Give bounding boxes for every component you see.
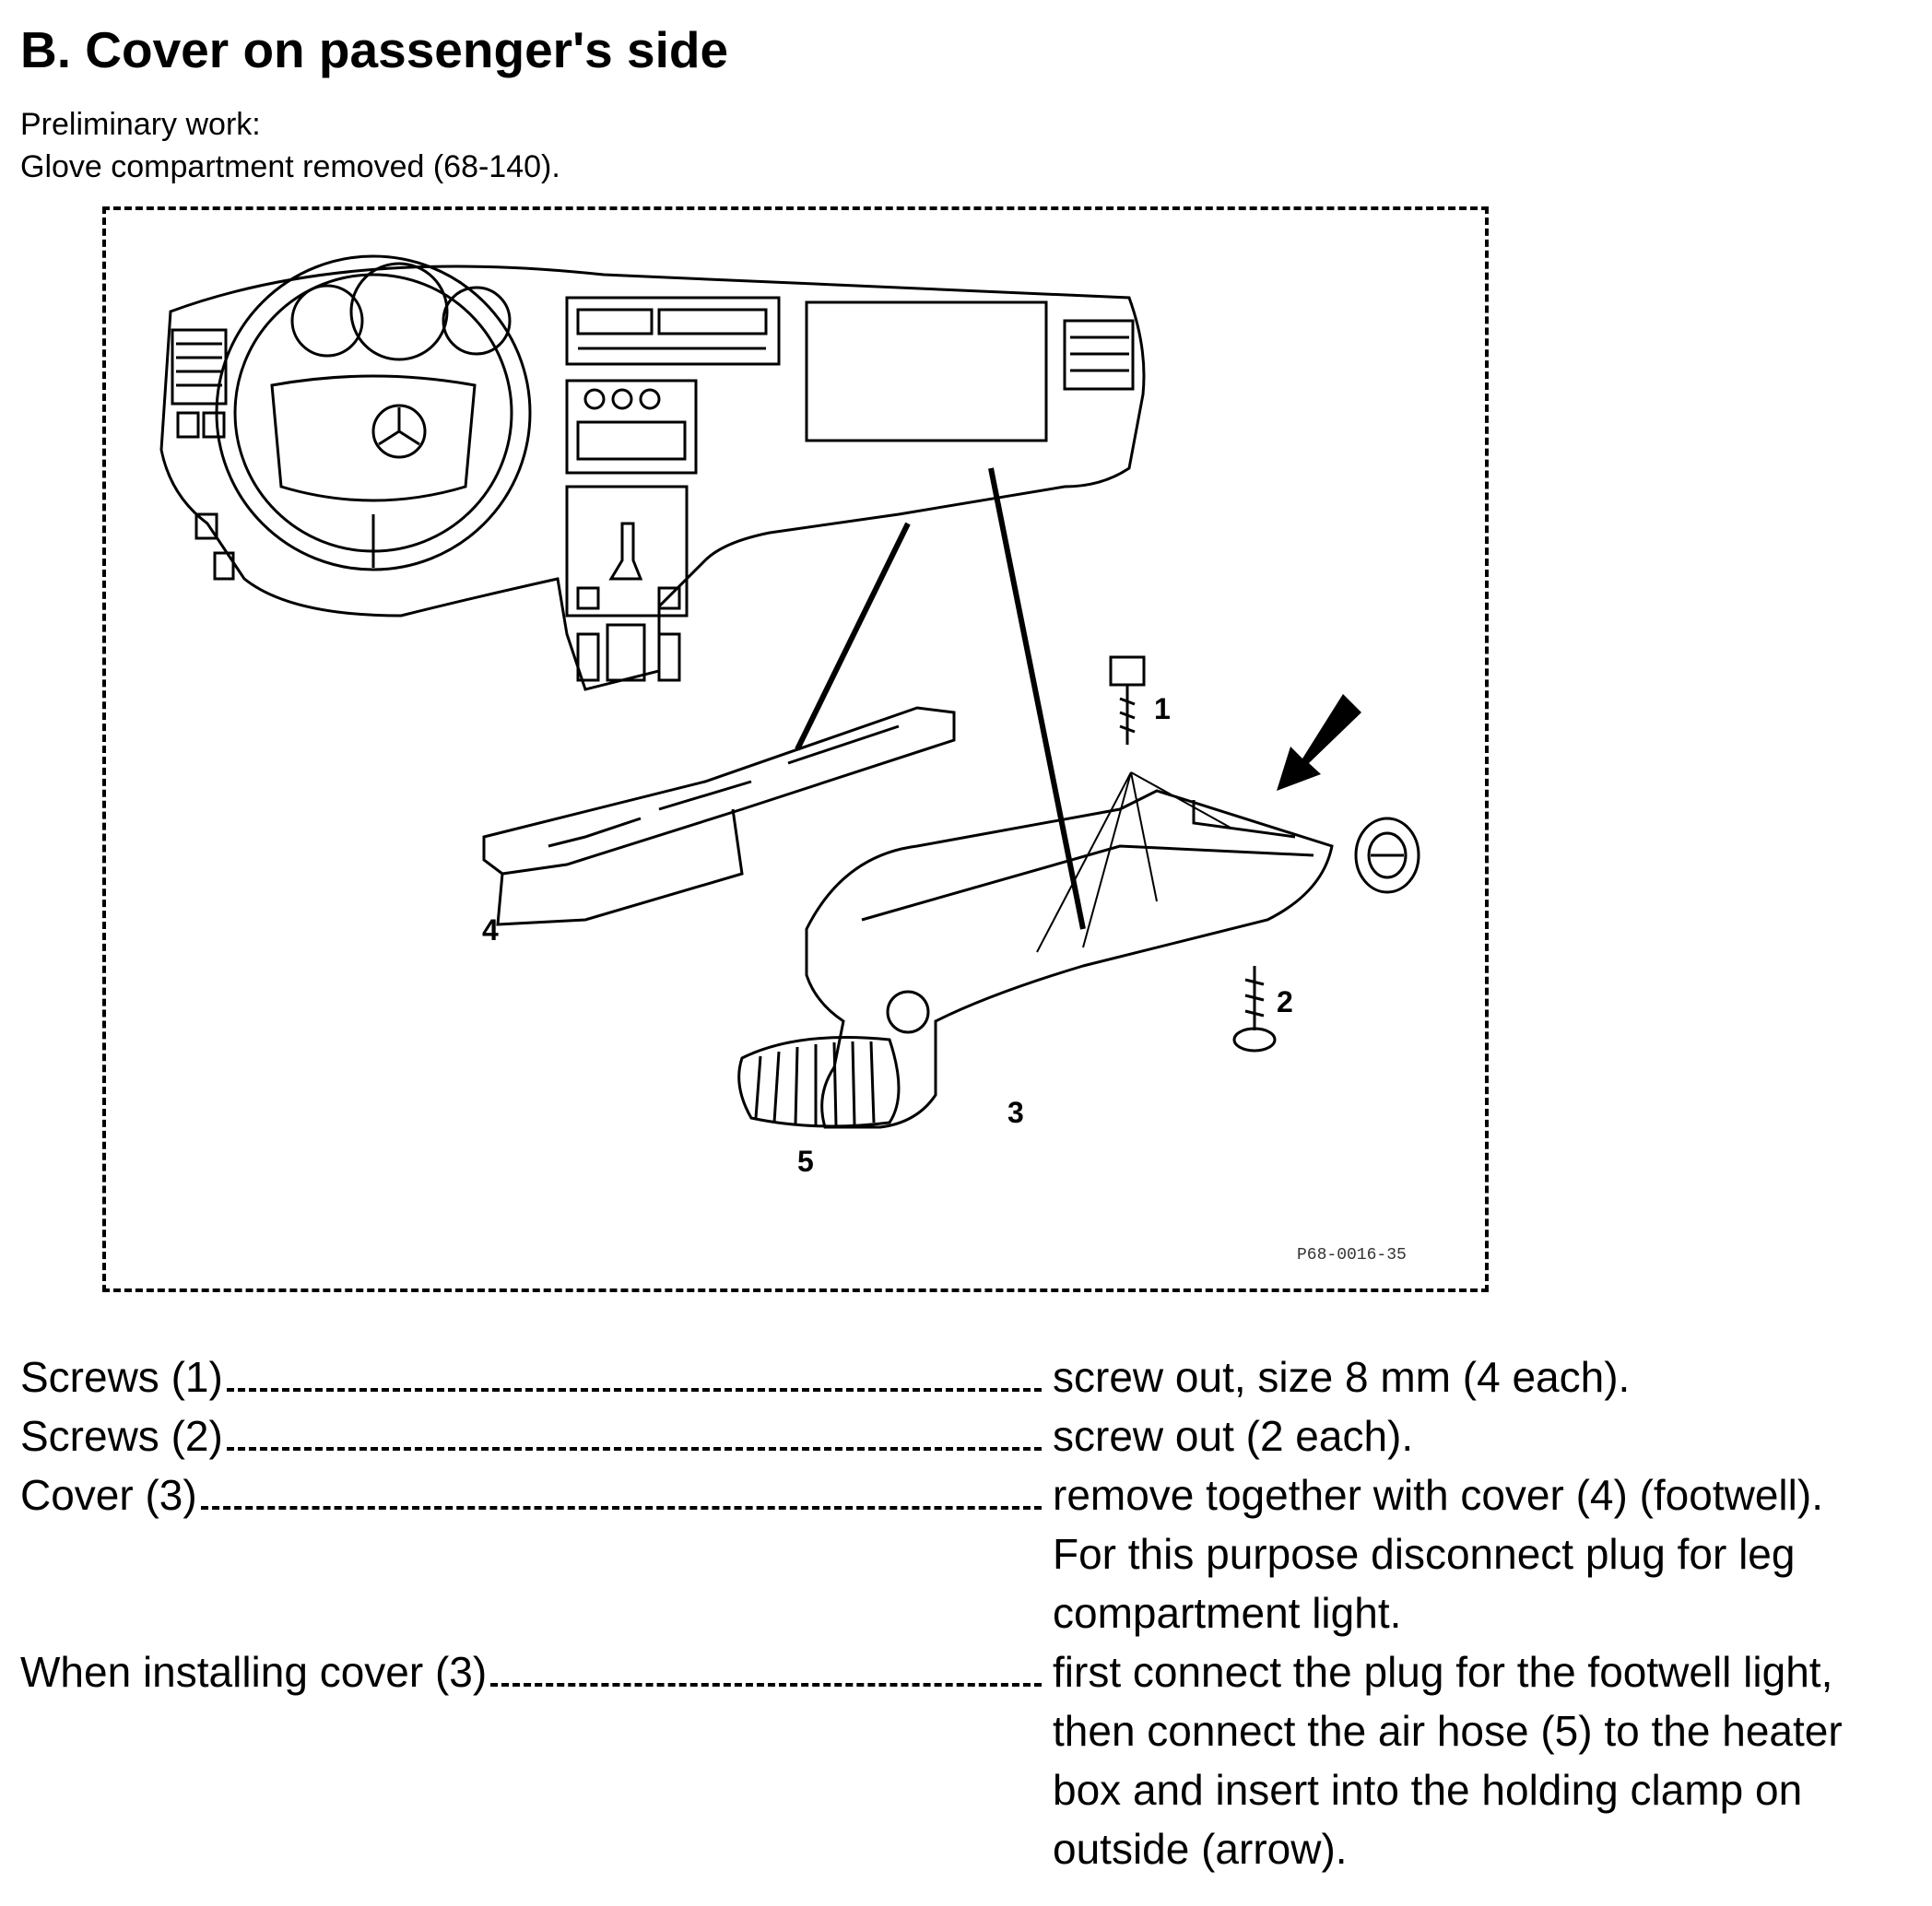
step-row: When installing cover (3) first connect … [20, 1642, 1919, 1878]
step-text: compartment light. [1053, 1589, 1402, 1637]
left-vent [171, 328, 228, 406]
step-text: then connect the air hose (5) to the hea… [1053, 1707, 1843, 1755]
step-label: Screws (2) [20, 1412, 223, 1460]
right-vent [1063, 319, 1135, 391]
dashboard-outline [159, 265, 1146, 691]
leader-dots [490, 1648, 1042, 1687]
step-text: outside (arrow). [1053, 1825, 1348, 1873]
screw-2-icon [1232, 966, 1277, 1053]
step-text: box and insert into the holding clamp on [1053, 1766, 1803, 1814]
air-hose-5 [737, 1036, 901, 1128]
star-emblem-icon [371, 404, 427, 459]
callout-3: 3 [1007, 1096, 1024, 1129]
callout-1: 1 [1154, 692, 1171, 725]
callout-5: 5 [797, 1145, 814, 1178]
arrow-icon [1277, 694, 1361, 791]
screw-1-icon [1109, 655, 1146, 745]
step-row: Cover (3) remove together with cover (4)… [20, 1465, 1919, 1642]
air-vent-nozzle-icon [1354, 817, 1420, 894]
gauge-center [349, 262, 449, 361]
step-row: Screws (1) screw out, size 8 mm (4 each)… [20, 1347, 1919, 1406]
step-text: first connect the plug for the footwell … [1053, 1648, 1833, 1696]
radio-unit [565, 296, 781, 366]
preliminary-heading: Preliminary work: [20, 107, 261, 142]
figure-code: P68-0016-35 [1297, 1246, 1407, 1265]
callout-2: 2 [1277, 985, 1293, 1018]
leader-line-4 [795, 522, 911, 751]
leader-dots [226, 1412, 1042, 1451]
glove-box-area [805, 300, 1048, 442]
step-label: Screws (1) [20, 1353, 223, 1401]
step-description: remove together with cover (4) (footwell… [1053, 1465, 1919, 1642]
illustration-frame: 1 2 3 4 5 P68-0016-35 [102, 206, 1489, 1292]
gauge-right [442, 286, 512, 356]
cover-4-footwell [482, 706, 956, 876]
procedure-steps: Screws (1) screw out, size 8 mm (4 each)… [20, 1347, 1919, 1878]
leader-dots [200, 1471, 1042, 1510]
section-title: B. Cover on passenger's side [20, 21, 729, 78]
step-description: first connect the plug for the footwell … [1053, 1642, 1919, 1878]
dashboard-illustration: 1 2 3 4 5 P68-0016-35 [159, 254, 1420, 1265]
step-text: screw out (2 each). [1053, 1412, 1414, 1460]
step-description: screw out (2 each). [1053, 1406, 1919, 1465]
step-label: When installing cover (3) [20, 1648, 488, 1696]
leader-line-3 [988, 467, 1086, 930]
steering-wheel-outer [215, 254, 532, 571]
gauge-left [290, 284, 364, 358]
step-text: For this purpose disconnect plug for leg [1053, 1530, 1796, 1578]
preliminary-item: Glove compartment removed (68-140). [20, 149, 560, 184]
callout-4: 4 [482, 913, 499, 947]
preliminary-work: Preliminary work: Glove compartment remo… [20, 103, 560, 188]
step-text: screw out, size 8 mm (4 each). [1053, 1353, 1631, 1401]
step-text: remove together with cover (4) (footwell… [1053, 1471, 1823, 1519]
shifter-area [565, 485, 689, 618]
step-label: Cover (3) [20, 1471, 197, 1519]
step-description: screw out, size 8 mm (4 each). [1053, 1347, 1919, 1406]
step-row: Screws (2) screw out (2 each). [20, 1406, 1919, 1465]
climate-control [565, 379, 698, 475]
cover-3-trim [805, 789, 1334, 1129]
leader-dots [226, 1353, 1042, 1392]
footwell-light [886, 990, 930, 1034]
